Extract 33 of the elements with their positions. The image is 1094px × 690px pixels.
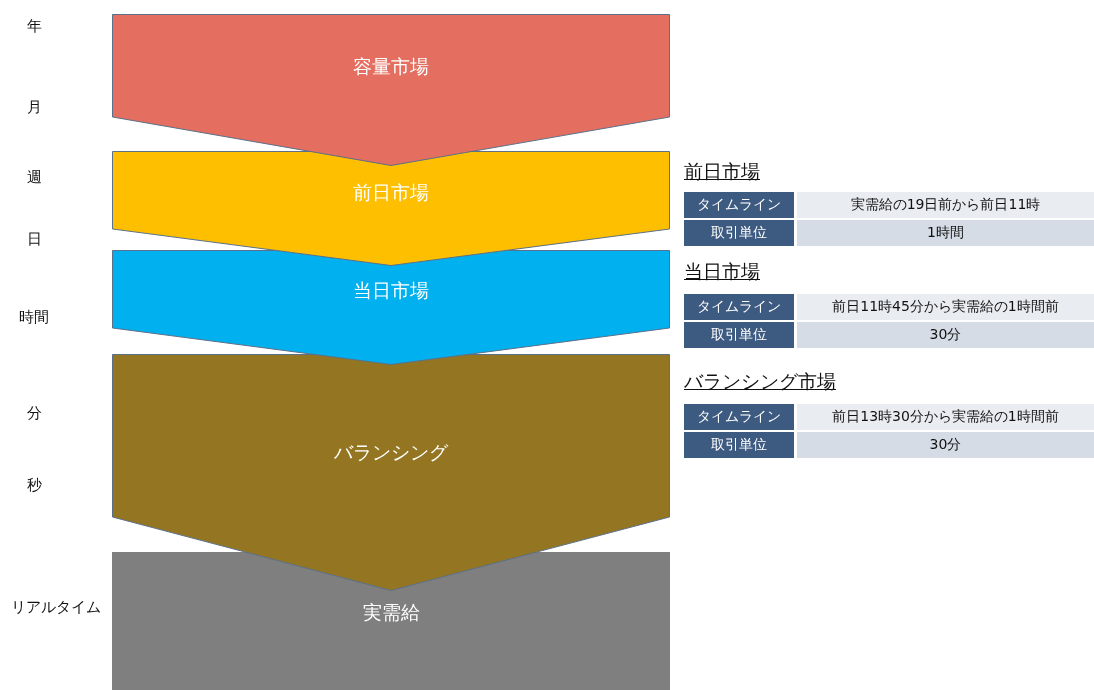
- table-cell: 30分: [797, 432, 1094, 458]
- chevron-label: 実需給: [362, 600, 420, 625]
- chevron-shape: [112, 14, 670, 166]
- time-scale-label: リアルタイム: [11, 598, 101, 617]
- table-cell: タイムライン: [684, 192, 794, 218]
- time-scale-label: 分: [26, 404, 42, 423]
- time-scale-label: 週: [26, 168, 42, 187]
- time-scale-label: 時間: [19, 308, 49, 327]
- chevron-label: バランシング: [334, 440, 448, 465]
- time-scale-label: 日: [26, 230, 42, 249]
- chevron-label: 当日市場: [353, 278, 429, 303]
- time-scale-label: 月: [26, 98, 42, 117]
- time-scale-label: 年: [26, 17, 42, 36]
- table-heading: 当日市場: [684, 259, 760, 284]
- table-cell: タイムライン: [684, 294, 794, 320]
- band: [112, 552, 670, 690]
- time-scale-label: 秒: [26, 476, 42, 495]
- table-cell: 30分: [797, 322, 1094, 348]
- table-cell: 取引単位: [684, 322, 794, 348]
- table-cell: 取引単位: [684, 220, 794, 246]
- table-heading: 前日市場: [684, 159, 760, 184]
- table-cell: 取引単位: [684, 432, 794, 458]
- chevron-label: 容量市場: [353, 54, 429, 79]
- table-cell: 実需給の19日前から前日11時: [797, 192, 1094, 218]
- chevron-shape: [112, 250, 670, 365]
- chevron-shape: [112, 354, 670, 591]
- table-cell: 1時間: [797, 220, 1094, 246]
- table-cell: 前日11時45分から実需給の1時間前: [797, 294, 1094, 320]
- table-cell: 前日13時30分から実需給の1時間前: [797, 404, 1094, 430]
- chevron-label: 前日市場: [353, 180, 429, 205]
- table-heading: バランシング市場: [684, 369, 836, 394]
- table-cell: タイムライン: [684, 404, 794, 430]
- chevron-shape: [112, 151, 670, 266]
